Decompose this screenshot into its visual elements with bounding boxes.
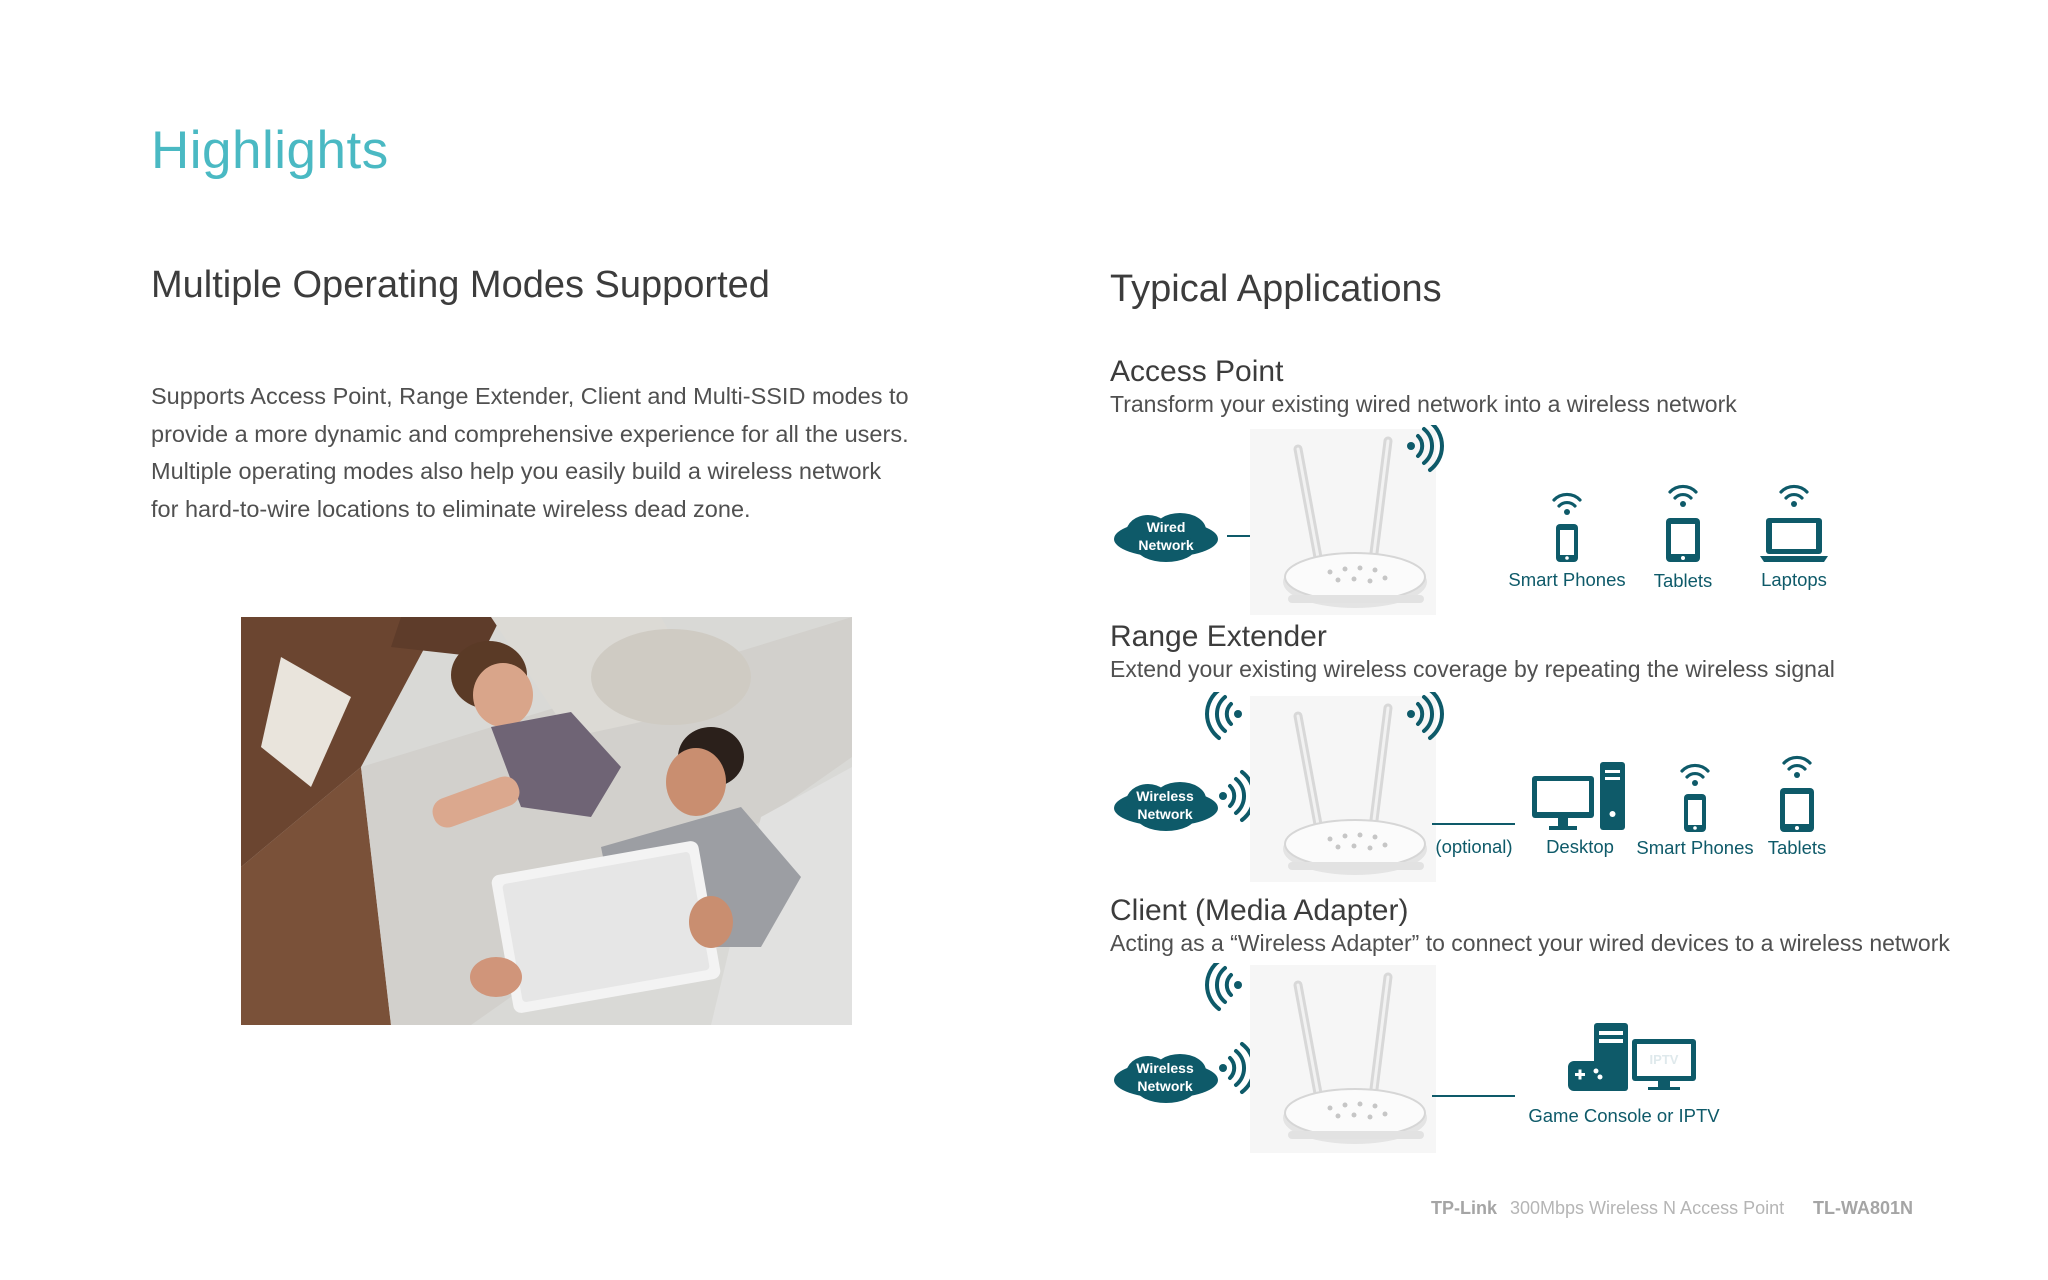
wifi-icon: [1680, 763, 1710, 788]
range-extender-title: Range Extender: [1110, 620, 1327, 653]
tablet-icon: [1666, 518, 1700, 562]
svg-text:Wired: Wired: [1147, 519, 1186, 535]
device-label-smart-phones: Smart Phones: [1508, 569, 1626, 590]
device-label-tablets: Tablets: [1767, 837, 1827, 858]
router-signal-left-icon: [1205, 963, 1244, 1011]
client-mode-description: Acting as a “Wireless Adapter” to connec…: [1110, 930, 1950, 956]
optional-label: (optional): [1435, 836, 1513, 857]
smart-phone-icon: [1684, 794, 1706, 832]
range-extender-diagram: Wireless Network (optional) Desktop Smar…: [1110, 692, 1930, 882]
router-image: [1250, 696, 1436, 882]
range-extender-description: Extend your existing wireless coverage b…: [1110, 656, 1835, 682]
router-image: [1250, 965, 1436, 1153]
desktop-icon: [1532, 762, 1625, 830]
device-label-laptops: Laptops: [1761, 569, 1827, 590]
client-mode-title: Client (Media Adapter): [1110, 894, 1409, 927]
lifestyle-photo: [241, 617, 852, 1025]
client-mode-diagram: Wireless Network IPTV Game Console or IP…: [1110, 963, 1930, 1153]
access-point-title: Access Point: [1110, 355, 1284, 388]
right-section-title: Typical Applications: [1110, 268, 1442, 310]
game-console-iptv-icon: IPTV: [1568, 1023, 1696, 1091]
footer-brand: TP-Link: [1431, 1198, 1497, 1218]
wireless-network-cloud: Wireless Network: [1114, 1054, 1218, 1103]
footer-model: TL-WA801N: [1813, 1198, 1914, 1218]
access-point-diagram: Wired Network Smart Phones Tablets Lapto…: [1110, 425, 1930, 615]
device-label-smart-phones: Smart Phones: [1636, 837, 1754, 858]
svg-text:Wireless: Wireless: [1136, 1060, 1194, 1076]
router-image: [1250, 429, 1436, 615]
wifi-icon: [1552, 492, 1582, 517]
svg-text:Network: Network: [1137, 806, 1192, 822]
device-label-game-console-iptv: Game Console or IPTV: [1528, 1105, 1720, 1126]
svg-text:Wireless: Wireless: [1136, 788, 1194, 804]
wifi-icon: [1782, 755, 1812, 780]
left-section-description: Supports Access Point, Range Extender, C…: [151, 383, 909, 522]
wired-network-cloud: Wired Network: [1114, 513, 1218, 562]
left-section-title: Multiple Operating Modes Supported: [151, 264, 770, 306]
cloud-signal-icon: [1217, 1042, 1256, 1094]
device-label-desktop: Desktop: [1546, 836, 1614, 857]
router-signal-left-icon: [1205, 692, 1244, 740]
wifi-icon: [1668, 484, 1698, 509]
cloud-signal-icon: [1217, 770, 1256, 822]
svg-text:Network: Network: [1137, 1078, 1192, 1094]
wireless-network-cloud: Wireless Network: [1114, 782, 1218, 831]
page-heading: Highlights: [151, 121, 389, 180]
svg-text:IPTV: IPTV: [1650, 1052, 1679, 1067]
laptop-icon: [1760, 518, 1828, 562]
svg-text:Network: Network: [1138, 537, 1193, 553]
access-point-description: Transform your existing wired network in…: [1110, 391, 1737, 417]
footer-product: 300Mbps Wireless N Access Point: [1510, 1198, 1785, 1218]
smart-phone-icon: [1556, 524, 1578, 562]
device-label-tablets: Tablets: [1653, 570, 1713, 591]
tablet-icon: [1780, 788, 1814, 832]
wifi-icon: [1779, 484, 1809, 509]
